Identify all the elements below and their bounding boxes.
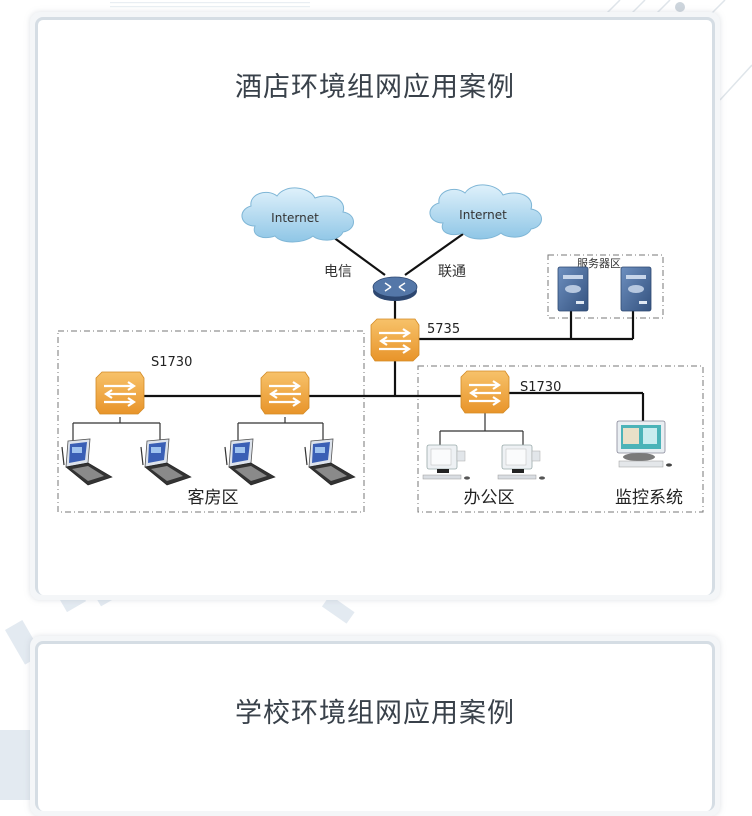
guest-switch-label: S1730 <box>151 355 192 370</box>
school-case-panel: 学校环境组网应用案例 <box>35 641 715 811</box>
core-switch-label: 5735 <box>427 322 460 337</box>
office-switch-icon <box>459 369 511 415</box>
internet-cloud-unicom: Internet <box>429 184 542 240</box>
server-zone-box <box>547 254 664 319</box>
guest-zone-box <box>57 330 365 513</box>
office-zone-label: 办公区 <box>464 488 515 508</box>
laptop-icon <box>224 438 276 486</box>
guest-switch-icon <box>259 370 311 416</box>
internet-cloud-telecom: Internet <box>241 187 354 243</box>
hotel-case-card: 酒店环境组网应用案例 <box>30 12 720 600</box>
monitoring-station-icon <box>616 420 672 468</box>
school-case-card: 学校环境组网应用案例 <box>30 636 720 816</box>
hotel-network-diagram: Internet Internet 电信 联通 5735 服务器区 <box>57 184 704 513</box>
hotel-case-title: 酒店环境组网应用案例 <box>235 72 515 103</box>
server-icon <box>620 266 652 312</box>
cloud-label: Internet <box>271 211 319 225</box>
router-icon <box>372 276 418 301</box>
server-zone-label: 服务器区 <box>577 257 621 270</box>
office-zone-box <box>417 365 704 513</box>
hotel-case-panel: 酒店环境组网应用案例 <box>35 17 715 595</box>
desktop-icon <box>422 444 471 481</box>
core-switch-icon <box>369 317 421 363</box>
cloud-label: Internet <box>459 208 507 222</box>
network-links <box>143 233 645 421</box>
laptop-icon <box>61 438 113 486</box>
unicom-label: 联通 <box>438 264 466 280</box>
desktop-icon <box>497 444 546 481</box>
office-switch-label: S1730 <box>520 380 561 395</box>
access-links <box>72 413 524 445</box>
school-case-title: 学校环境组网应用案例 <box>235 698 515 729</box>
guest-switch-icon <box>94 370 146 416</box>
laptop-icon <box>140 438 192 486</box>
laptop-icon <box>304 438 356 486</box>
guest-zone-label: 客房区 <box>188 488 239 508</box>
telecom-label: 电信 <box>324 264 352 280</box>
monitoring-label: 监控系统 <box>615 488 683 508</box>
server-icon <box>557 266 589 312</box>
